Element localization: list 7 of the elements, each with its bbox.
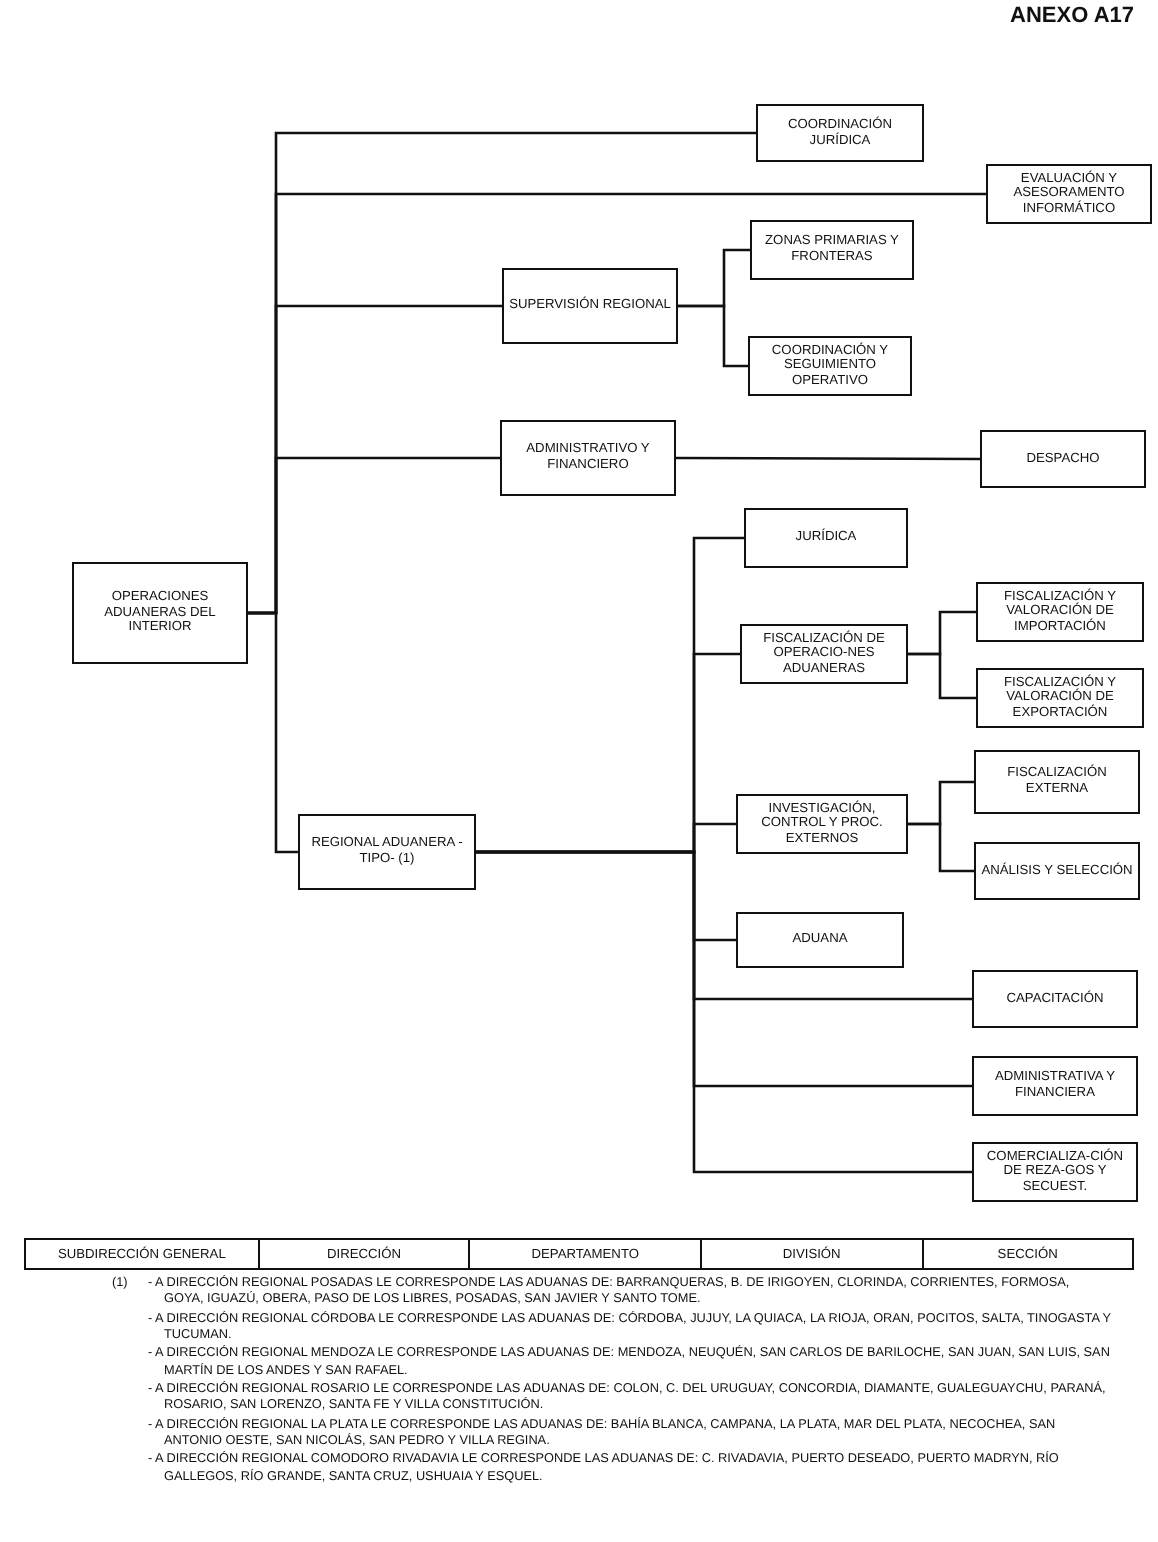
page-title: ANEXO A17 (1010, 4, 1134, 28)
connector-line (678, 304, 748, 368)
connector-line (908, 822, 974, 873)
connector-line (676, 456, 980, 461)
connector-line (476, 850, 972, 1174)
connector-line (908, 652, 976, 700)
connector-line (248, 611, 298, 854)
